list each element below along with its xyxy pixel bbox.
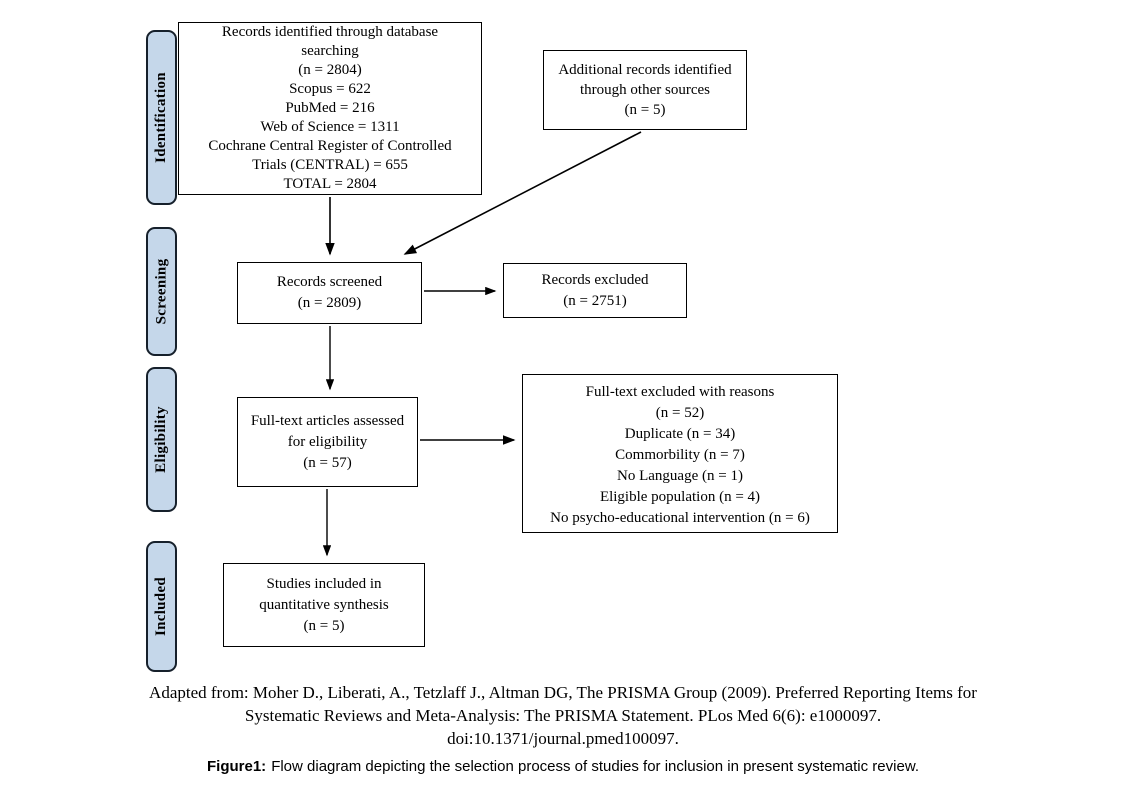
box-line: Web of Science = 1311 (260, 119, 400, 135)
box-line: Full-text excluded with reasons (585, 384, 775, 400)
figure-caption-label: Figure1: (207, 758, 267, 775)
figure-caption-text: Flow diagram depicting the selection pro… (271, 758, 919, 775)
box-line: (n = 2809) (297, 295, 362, 311)
box-line: TOTAL = 2804 (283, 176, 377, 192)
box-line: Studies included in (266, 575, 382, 592)
source-citation: Adapted from: Moher D., Liberati, A., Te… (0, 681, 1126, 750)
stage-label-screening-text: Screening (153, 258, 170, 325)
box-line: (n = 57) (303, 454, 352, 471)
citation-line: Adapted from: Moher D., Liberati, A., Te… (149, 683, 977, 702)
box-line: Duplicate (n = 34) (624, 426, 736, 442)
box-line: Cochrane Central Register of Controlled (208, 138, 452, 154)
box-line: Trials (CENTRAL) = 655 (252, 157, 408, 173)
box-line: searching (301, 43, 359, 59)
box-fulltext-excluded: Full-text excluded with reasons (n = 52)… (522, 374, 838, 533)
box-line: (n = 5) (624, 102, 666, 118)
stage-label-identification-text: Identification (153, 72, 169, 163)
box-records-screened: Records screened (n = 2809) (237, 262, 422, 324)
box-line: Full-text articles assessed (250, 412, 405, 429)
stage-label-identification: Identification (146, 30, 177, 205)
box-fulltext-assessed: Full-text articles assessed for eligibil… (237, 397, 418, 487)
citation-line: doi:10.1371/journal.pmed100097. (447, 729, 679, 748)
box-line: (n = 2804) (298, 62, 362, 78)
stage-label-eligibility: Eligibility (146, 367, 177, 512)
box-line: No Language (n = 1) (617, 468, 743, 484)
box-line: No psycho-educational intervention (n = … (550, 510, 810, 526)
box-line: through other sources (580, 82, 710, 98)
box-records-identified: Records identified through database sear… (178, 22, 482, 195)
box-line: Scopus = 622 (289, 81, 371, 97)
box-line: quantitative synthesis (259, 596, 389, 613)
citation-line: Systematic Reviews and Meta-Analysis: Th… (244, 706, 882, 725)
box-line: Records identified through database (221, 24, 439, 40)
box-line: Commorbility (n = 7) (615, 447, 745, 463)
figure-caption: Figure1:Flow diagram depicting the selec… (0, 758, 1126, 775)
stage-label-included-text: Included (153, 576, 169, 637)
stage-label-screening: Screening (146, 227, 177, 356)
box-line: PubMed = 216 (285, 100, 375, 116)
box-additional-records: Additional records identified through ot… (543, 50, 747, 130)
box-line: Records excluded (541, 271, 649, 288)
stage-label-included: Included (146, 541, 177, 672)
box-line: (n = 52) (655, 405, 705, 421)
box-line: (n = 5) (303, 617, 345, 634)
box-line: Records screened (276, 274, 383, 290)
box-studies-included: Studies included in quantitative synthes… (223, 563, 425, 647)
box-line: (n = 2751) (563, 292, 627, 309)
box-line: Additional records identified (558, 62, 732, 78)
box-line: for eligibility (287, 433, 368, 450)
box-line: Eligible population (n = 4) (599, 489, 761, 505)
box-records-excluded: Records excluded (n = 2751) (503, 263, 687, 318)
stage-label-eligibility-text: Eligibility (153, 406, 169, 473)
